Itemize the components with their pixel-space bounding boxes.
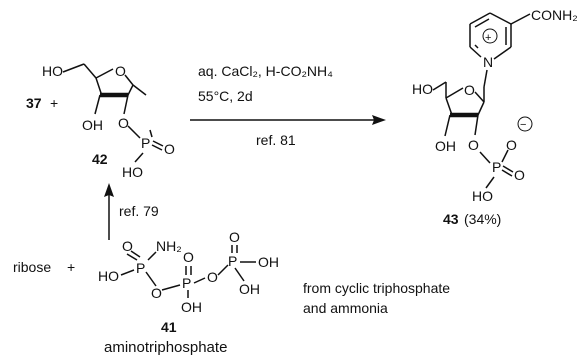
- atom-oh-41-p2: OH: [181, 299, 202, 315]
- atom-o-41-p3-double: O: [229, 229, 240, 245]
- main-reaction-arrow: [190, 115, 386, 125]
- compound-41-name: aminotriphosphate: [104, 339, 227, 356]
- compound-41-label: 41: [161, 319, 177, 335]
- atom-minus-charge: −: [520, 119, 526, 131]
- reagents-line: aq. CaCl₂, H-CO₂NH₄: [198, 63, 333, 79]
- compound-43-yield: (34%): [464, 211, 501, 227]
- compound-43-structure: + CONH₂ N HO O OH O P O − O HO: [412, 7, 578, 204]
- atom-plus-charge: +: [485, 32, 491, 44]
- atom-ho-42-c5: HO: [42, 63, 63, 79]
- compound-41-structure: O NH₂ HO P O P O OH O P O OH OH: [98, 229, 279, 315]
- atom-o-42-link: O: [118, 115, 129, 131]
- atom-o-43-link: O: [468, 137, 479, 153]
- main-reference: ref. 81: [256, 132, 296, 148]
- reactant-ribose: ribose: [13, 259, 51, 275]
- atom-p-41-2: P: [182, 275, 191, 291]
- atom-p-41-3: P: [228, 253, 237, 269]
- origin-line-1: from cyclic triphosphate: [303, 280, 450, 296]
- atom-o-41-bridge2: O: [207, 269, 218, 285]
- atom-o-41-p2-double: O: [183, 249, 194, 265]
- plus-sign-37: +: [50, 95, 58, 111]
- atom-o-43-ring: O: [464, 82, 475, 98]
- atom-o-42-double: O: [164, 141, 175, 157]
- conditions-line: 55°C, 2d: [198, 88, 253, 104]
- atom-nh2: NH₂: [156, 238, 182, 254]
- atom-oh-41-p3a: OH: [258, 254, 279, 270]
- compound-42-structure: HO O OH O P O HO: [42, 63, 175, 180]
- atom-p-42: P: [141, 135, 150, 151]
- atom-oh-43-c3: OH: [435, 138, 456, 154]
- plus-sign-ribose: +: [67, 259, 75, 275]
- atom-oh-42-c3: OH: [82, 117, 103, 133]
- atom-oh-41-p3b: OH: [239, 281, 260, 297]
- compound-37-label: 37: [26, 95, 42, 111]
- atom-p-41-1: P: [136, 260, 145, 276]
- atom-p-43: P: [492, 159, 501, 175]
- atom-o-43-double: O: [514, 167, 525, 183]
- compound-42-label: 42: [92, 151, 108, 167]
- atom-o-42-ring: O: [115, 63, 126, 79]
- origin-line-2: and ammonia: [303, 300, 388, 316]
- atom-n-43: N: [483, 54, 493, 70]
- atom-ho-42-p: HO: [122, 164, 143, 180]
- atom-ho-43-p: HO: [472, 188, 493, 204]
- lower-reference: ref. 79: [119, 203, 159, 219]
- compound-43-label: 43: [443, 211, 459, 227]
- atom-ho-41: HO: [98, 268, 119, 284]
- atom-ho-43-c5: HO: [412, 81, 433, 97]
- atom-conh2: CONH₂: [531, 7, 578, 23]
- atom-o-41-bridge1: O: [151, 285, 162, 301]
- atom-o-41-p1-double: O: [122, 238, 133, 254]
- lower-reaction-arrow: [104, 183, 114, 240]
- atom-o-43-minus: O: [506, 137, 517, 153]
